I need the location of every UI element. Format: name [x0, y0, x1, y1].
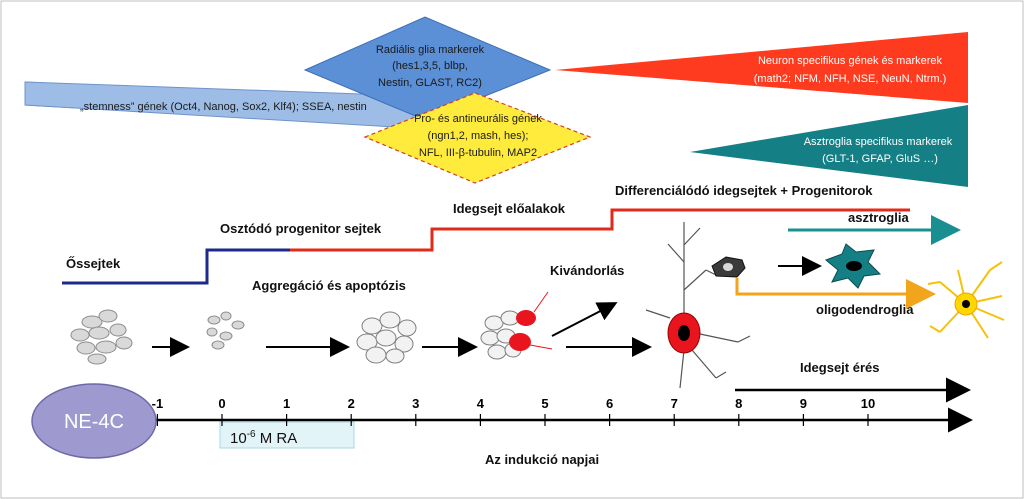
timeline-tick-label: 9	[800, 396, 807, 411]
neuron-wedge	[555, 32, 968, 103]
migrating-cell-2	[509, 333, 531, 351]
timeline-tick-label: 0	[218, 396, 225, 411]
stage-precursors: Idegsejt előalakok	[453, 201, 566, 216]
migrating-cell-1	[516, 310, 536, 326]
astroglia-wedge	[690, 105, 968, 187]
arrow-migration	[551, 302, 618, 337]
timeline-tick-label: 1	[283, 396, 290, 411]
migration-process-1	[533, 291, 549, 313]
timeline-tick-label: 4	[477, 396, 485, 411]
event-maturation: Idegsejt érés	[800, 360, 880, 375]
radial-glia-diamond	[303, 16, 552, 121]
timeline-tick-label: -1	[152, 396, 164, 411]
neuron-processes	[645, 222, 751, 389]
oligodendrocyte-nucleus	[962, 300, 970, 308]
neuron-nucleus	[678, 325, 690, 341]
timeline-tick-label: 5	[541, 396, 548, 411]
cell-line-label: NE-4C	[64, 411, 124, 433]
migrating-cluster	[480, 310, 522, 360]
stage-oligodendroglia: oligodendroglia	[816, 302, 914, 317]
timeline-tick-label: 8	[735, 396, 742, 411]
timeline-tick-label: 3	[412, 396, 419, 411]
timeline-tick-label: 10	[861, 396, 875, 411]
astrocyte-nucleus	[846, 261, 862, 271]
ra-exponent: -6	[247, 429, 256, 440]
ra-unit: M RA	[256, 430, 298, 447]
proneural-label-2: (ngn1,2, mash, hes);	[428, 130, 529, 142]
stem-stage-line	[62, 248, 290, 285]
stage-dividing: Osztódó progenitor sejtek	[220, 221, 382, 236]
radial-glia-label-2: (hes1,3,5, blbp,	[392, 60, 468, 72]
astroglia-markers-label-2: (GLT-1, GFAP, GluS …)	[822, 153, 938, 165]
precursor-stage-line	[290, 208, 910, 252]
stage-stem: Őssejtek	[66, 256, 121, 271]
timeline-tick-label: 7	[671, 396, 678, 411]
axis-label: Az indukció napjai	[485, 452, 599, 467]
cell-line-ellipse	[31, 383, 157, 459]
timeline-tick-label: 2	[348, 396, 355, 411]
aggregate-cluster	[356, 311, 417, 364]
timeline-ticks: -1 0 1 2 3 4 5 6 7 8 9 10	[152, 396, 875, 426]
small-cells-cluster	[206, 311, 245, 350]
proneural-label-3: NFL, III-β-tubulin, MAP2	[419, 147, 537, 159]
radial-glia-label-1: Radiális glia markerek	[376, 44, 485, 56]
migration-process-2	[529, 344, 553, 350]
radial-glia-label-3: Nestin, GLAST, RC2)	[378, 77, 482, 89]
event-migration: Kivándorlás	[550, 263, 624, 278]
stemness-label: „stemness” gének (Oct4, Nanog, Sox2, Klf…	[80, 101, 367, 113]
event-aggregation: Aggregáció és apoptózis	[252, 278, 406, 293]
glial-precursor-nucleus	[723, 263, 733, 271]
neuron-label-2: (math2; NFM, NFH, NSE, NeuN, Ntrm.)	[754, 73, 947, 85]
timeline-tick-label: 6	[606, 396, 613, 411]
neuron-label-1: Neuron specifikus gének és markerek	[758, 55, 943, 67]
proneural-diamond	[363, 92, 592, 184]
stem-cells-cluster	[70, 309, 133, 365]
stage-differentiating: Differenciálódó idegsejtek + Progenitoro…	[615, 183, 873, 198]
ra-treatment-label: 10-6 M RA	[230, 429, 297, 447]
oligodendroglia-arrow	[735, 278, 936, 309]
proneural-label-1: Pro- és antineurális gének	[414, 113, 542, 125]
stage-astroglia: asztroglia	[848, 210, 909, 225]
ra-base: 10	[230, 430, 247, 447]
astroglia-markers-label-1: Asztroglia specifikus markerek	[804, 136, 953, 148]
